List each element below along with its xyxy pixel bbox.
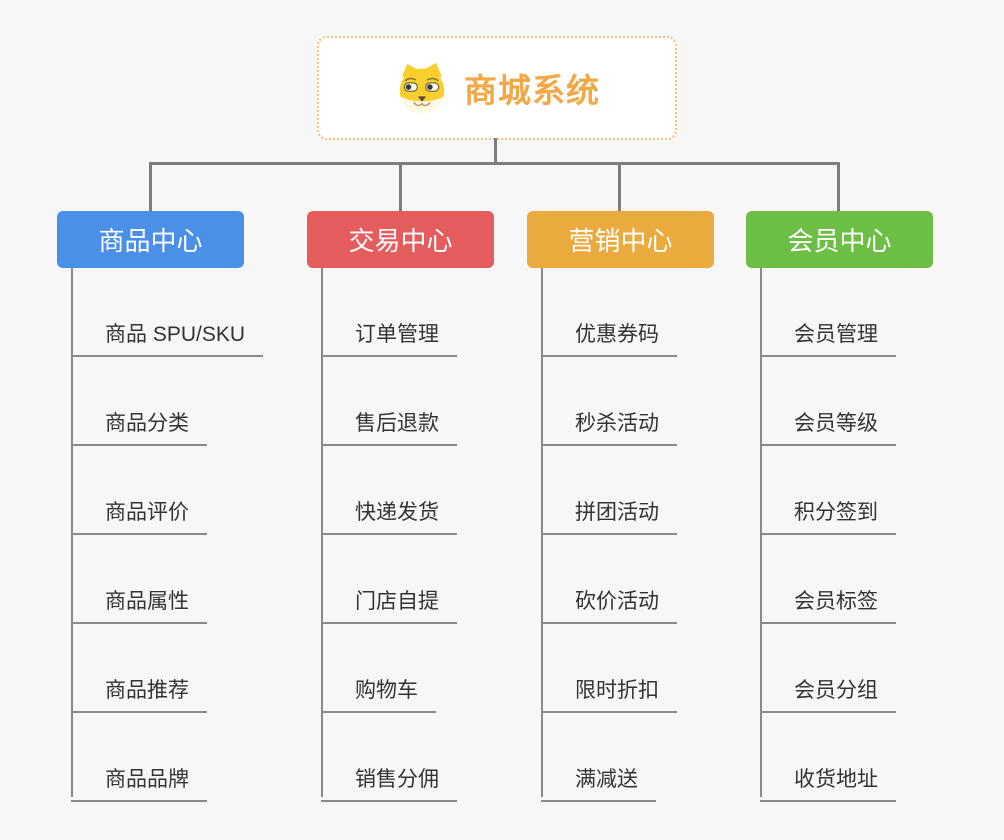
branch-column-product-center: 商品中心商品 SPU/SKU 商品分类商品评价商品属性商品推荐商品品牌 xyxy=(57,211,307,802)
leaf-row: 商品推荐 xyxy=(57,624,307,713)
dog-face-icon xyxy=(399,62,445,114)
branch-leaves-marketing-center: 优惠券码秒杀活动拼团活动砍价活动限时折扣满减送 xyxy=(527,268,777,802)
leaf-node[interactable]: 会员等级 xyxy=(760,407,896,446)
leaf-row: 会员标签 xyxy=(746,535,996,624)
root-title: 商城系统 xyxy=(464,72,600,109)
branch-node-product-center[interactable]: 商品中心 xyxy=(57,211,244,268)
leaf-node[interactable]: 会员分组 xyxy=(760,674,896,713)
leaf-row: 积分签到 xyxy=(746,446,996,535)
leaf-row: 收货地址 xyxy=(746,713,996,802)
branch-leaves-trade-center: 订单管理售后退款快递发货门店自提购物车销售分佣 xyxy=(307,268,557,802)
leaf-node[interactable]: 拼团活动 xyxy=(541,496,677,535)
leaf-node[interactable]: 优惠券码 xyxy=(541,318,677,357)
leaf-row: 秒杀活动 xyxy=(527,357,777,446)
leaf-node[interactable]: 商品分类 xyxy=(71,407,207,446)
leaf-row: 售后退款 xyxy=(307,357,557,446)
leaf-node[interactable]: 会员标签 xyxy=(760,585,896,624)
leaf-row: 满减送 xyxy=(527,713,777,802)
leaf-row: 订单管理 xyxy=(307,268,557,357)
leaf-row: 优惠券码 xyxy=(527,268,777,357)
connector-drop-line-marketing-center xyxy=(618,164,621,211)
branch-trunk-line-trade-center xyxy=(321,268,323,797)
branch-trunk-line-marketing-center xyxy=(541,268,543,797)
leaf-row: 快递发货 xyxy=(307,446,557,535)
leaf-row: 商品分类 xyxy=(57,357,307,446)
leaf-node[interactable]: 秒杀活动 xyxy=(541,407,677,446)
leaf-node[interactable]: 满减送 xyxy=(541,763,656,802)
branch-node-marketing-center[interactable]: 营销中心 xyxy=(527,211,714,268)
branch-node-member-center[interactable]: 会员中心 xyxy=(746,211,933,268)
leaf-node[interactable]: 订单管理 xyxy=(321,318,457,357)
connector-horizontal-line xyxy=(149,162,840,165)
leaf-row: 销售分佣 xyxy=(307,713,557,802)
branch-trunk-line-product-center xyxy=(71,268,73,797)
leaf-node[interactable]: 商品属性 xyxy=(71,585,207,624)
branch-leaves-product-center: 商品 SPU/SKU 商品分类商品评价商品属性商品推荐商品品牌 xyxy=(57,268,307,802)
connector-drop-line-trade-center xyxy=(399,164,402,211)
leaf-node[interactable]: 销售分佣 xyxy=(321,763,457,802)
leaf-row: 限时折扣 xyxy=(527,624,777,713)
leaf-node[interactable]: 商品推荐 xyxy=(71,674,207,713)
leaf-node[interactable]: 收货地址 xyxy=(760,763,896,802)
leaf-row: 砍价活动 xyxy=(527,535,777,624)
leaf-node[interactable]: 快递发货 xyxy=(321,496,457,535)
connector-root-drop-line xyxy=(494,138,497,164)
leaf-row: 商品属性 xyxy=(57,535,307,624)
leaf-row: 会员分组 xyxy=(746,624,996,713)
leaf-node[interactable]: 商品评价 xyxy=(71,496,207,535)
branch-leaves-member-center: 会员管理会员等级积分签到会员标签会员分组收货地址 xyxy=(746,268,996,802)
leaf-row: 拼团活动 xyxy=(527,446,777,535)
leaf-node[interactable]: 积分签到 xyxy=(760,496,896,535)
branch-node-trade-center[interactable]: 交易中心 xyxy=(307,211,494,268)
branch-column-trade-center: 交易中心订单管理售后退款快递发货门店自提购物车销售分佣 xyxy=(307,211,557,802)
leaf-node[interactable]: 会员管理 xyxy=(760,318,896,357)
leaf-row: 商品 SPU/SKU xyxy=(57,268,307,357)
branch-column-member-center: 会员中心会员管理会员等级积分签到会员标签会员分组收货地址 xyxy=(746,211,996,802)
leaf-row: 会员等级 xyxy=(746,357,996,446)
branch-trunk-line-member-center xyxy=(760,268,762,797)
leaf-row: 商品品牌 xyxy=(57,713,307,802)
root-node[interactable]: 商城系统 xyxy=(317,36,677,140)
leaf-node[interactable]: 购物车 xyxy=(321,674,436,713)
leaf-node[interactable]: 商品品牌 xyxy=(71,763,207,802)
leaf-row: 门店自提 xyxy=(307,535,557,624)
leaf-node[interactable]: 门店自提 xyxy=(321,585,457,624)
leaf-row: 商品评价 xyxy=(57,446,307,535)
leaf-row: 购物车 xyxy=(307,624,557,713)
connector-drop-line-member-center xyxy=(837,164,840,211)
leaf-node[interactable]: 限时折扣 xyxy=(541,674,677,713)
leaf-node[interactable]: 商品 SPU/SKU xyxy=(71,318,264,357)
leaf-node[interactable]: 砍价活动 xyxy=(541,585,677,624)
leaf-row: 会员管理 xyxy=(746,268,996,357)
branch-column-marketing-center: 营销中心优惠券码秒杀活动拼团活动砍价活动限时折扣满减送 xyxy=(527,211,777,802)
connector-drop-line-product-center xyxy=(149,164,152,211)
leaf-node[interactable]: 售后退款 xyxy=(321,407,457,446)
